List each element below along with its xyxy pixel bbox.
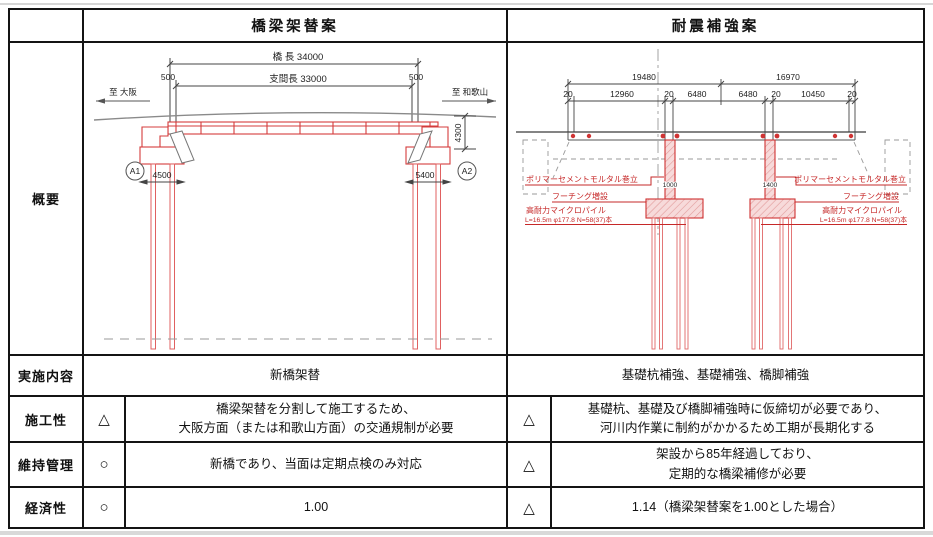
span-right-dim: 16970 bbox=[776, 72, 800, 82]
right-annotations: ポリマーセメントモルタル巻立 フーチング増設 高耐力マイクロパイル L=16.5… bbox=[761, 174, 907, 225]
constructability-text-a: 橋梁架替を分割して施工するため、 大阪方面（または和歌山方面）の交通規制が必要 bbox=[124, 397, 506, 441]
deck-surface bbox=[93, 111, 497, 121]
abutment-a1-label: A1 bbox=[130, 166, 141, 176]
page-bottom-rule bbox=[0, 531, 933, 535]
seismic-retrofit-drawing: 19480 16970 20 12960 20 6480 6480 20 104… bbox=[516, 49, 911, 350]
to-osaka-label: 至 大阪 bbox=[109, 87, 137, 97]
scope-plan-a: 新橋架替 bbox=[82, 356, 506, 395]
abutment-a1-bubble bbox=[125, 161, 145, 181]
sub-dim-2: 20 bbox=[664, 89, 674, 99]
footing-right-dimline bbox=[404, 179, 452, 185]
footing-right bbox=[749, 198, 796, 219]
micropiles bbox=[651, 217, 792, 350]
sub-dim-5: 20 bbox=[771, 89, 781, 99]
abutment-a2-bubble bbox=[457, 161, 477, 181]
note-footing-left: フーチング増設 bbox=[552, 191, 608, 201]
sub-dim-1: 12960 bbox=[610, 89, 634, 99]
overview-row: 概要 橋 長 34000 支間長 33000 500 bbox=[10, 41, 923, 354]
plan-a-drawing-cell: 橋 長 34000 支間長 33000 500 500 至 大阪 至 和歌山 bbox=[82, 43, 506, 354]
note-micropile-spec-right: L=16.5m φ177.8 N=58(37)本 bbox=[820, 215, 907, 224]
sub-dim-0: 20 bbox=[563, 89, 573, 99]
economy-mark-b: △ bbox=[506, 488, 550, 527]
footing-left-dim: 4500 bbox=[153, 170, 172, 180]
sub-dims: 20 12960 20 6480 6480 20 10450 20 bbox=[563, 89, 857, 99]
note-micropile-left: 高耐力マイクロパイル bbox=[526, 205, 606, 215]
row-label-maintenance: 維持管理 bbox=[17, 458, 74, 473]
pier-right-column bbox=[764, 139, 776, 200]
scope-row: 実施内容 新橋架替 基礎杭補強、基礎補強、橋脚補強 bbox=[10, 354, 923, 395]
sub-dim-7: 20 bbox=[847, 89, 857, 99]
row-label-constructability: 施工性 bbox=[24, 412, 67, 428]
piles bbox=[150, 163, 441, 350]
pier-left-width-dim: 1000 bbox=[663, 182, 678, 189]
note-wrap-left: ポリマーセメントモルタル巻立 bbox=[526, 174, 638, 184]
maintenance-text-a: 新橋であり、当面は定期点検のみ対応 bbox=[124, 443, 506, 486]
sub-dim-4: 6480 bbox=[739, 89, 758, 99]
header-plan-a: 橋梁架替案 bbox=[82, 10, 506, 41]
sub-dim-6: 10450 bbox=[801, 89, 825, 99]
dim-lines bbox=[166, 58, 422, 122]
footing-left-dimline bbox=[138, 179, 186, 185]
to-wakayama-label: 至 和歌山 bbox=[452, 87, 488, 97]
note-wrap-right-leader bbox=[776, 176, 907, 186]
pier-right-width-dim: 1400 bbox=[763, 182, 778, 189]
bridge-replacement-drawing: 橋 長 34000 支間長 33000 500 500 至 大阪 至 和歌山 bbox=[93, 51, 497, 350]
constructability-text-b: 基礎杭、基礎及び橋脚補強時に仮締切が必要であり、 河川内作業に制約がかかるため工… bbox=[550, 397, 923, 441]
row-label-overview: 概要 bbox=[31, 192, 60, 207]
footing-left bbox=[645, 198, 704, 219]
dim-lines bbox=[564, 79, 859, 132]
new-girder bbox=[167, 121, 439, 135]
maintenance-mark-a: ○ bbox=[82, 443, 124, 486]
left-annotations: ポリマーセメントモルタル巻立 フーチング増設 高耐力マイクロパイル L=16.5… bbox=[525, 174, 686, 225]
girder-height-dim: 4300 bbox=[453, 123, 463, 142]
span-left-dim: 19480 bbox=[632, 72, 656, 82]
maintenance-mark-b: △ bbox=[506, 443, 550, 486]
girder-height-dim-lines bbox=[454, 112, 476, 153]
economy-row: 経済性 ○ 1.00 △ 1.14（橋梁架替案を1.00とした場合） bbox=[10, 486, 923, 527]
constructability-mark-a: △ bbox=[82, 397, 124, 441]
header-row: 橋梁架替案 耐震補強案 bbox=[10, 10, 923, 41]
note-micropile-right: 高耐力マイクロパイル bbox=[822, 205, 902, 215]
left-arrow-icon bbox=[96, 98, 105, 104]
bridge-length-dim: 橋 長 34000 bbox=[273, 51, 324, 63]
offset-left-dim: 500 bbox=[161, 72, 175, 82]
offset-right-dim: 500 bbox=[409, 72, 423, 82]
economy-text-b: 1.14（橋梁架替案を1.00とした場合） bbox=[550, 488, 923, 527]
note-footing-right: フーチング増設 bbox=[843, 191, 899, 201]
abutment-a2-label: A2 bbox=[462, 166, 473, 176]
note-wrap-right: ポリマーセメントモルタル巻立 bbox=[794, 174, 906, 184]
abutment-left bbox=[139, 126, 185, 165]
header-plan-b: 耐震補強案 bbox=[506, 10, 923, 41]
sub-dim-3: 6480 bbox=[688, 89, 707, 99]
footing-right-dim: 5400 bbox=[416, 170, 435, 180]
comparison-table: 橋梁架替案 耐震補強案 概要 橋 長 3 bbox=[8, 8, 925, 529]
span-length-dim: 支間長 33000 bbox=[269, 73, 327, 85]
wing-strut-left bbox=[169, 130, 195, 164]
constructability-mark-b: △ bbox=[506, 397, 550, 441]
right-arrow-icon bbox=[487, 98, 496, 104]
scope-plan-b: 基礎杭補強、基礎補強、橋脚補強 bbox=[506, 356, 923, 395]
existing-outline bbox=[522, 139, 911, 195]
girder-bottom bbox=[567, 132, 856, 141]
maintenance-text-b: 架設から85年経過しており、 定期的な橋梁補修が必要 bbox=[550, 443, 923, 486]
note-micropile-spec-left: L=16.5m φ177.8 N=58(37)本 bbox=[525, 215, 612, 224]
row-label-economy: 経済性 bbox=[24, 501, 67, 516]
header-empty-cell bbox=[10, 10, 82, 41]
constructability-row: 施工性 △ 橋梁架替を分割して施工するため、 大阪方面（または和歌山方面）の交通… bbox=[10, 395, 923, 441]
plan-b-drawing-cell: 19480 16970 20 12960 20 6480 6480 20 104… bbox=[506, 43, 923, 354]
page-top-rule bbox=[0, 3, 933, 5]
maintenance-row: 維持管理 ○ 新橋であり、当面は定期点検のみ対応 △ 架設から85年経過しており… bbox=[10, 441, 923, 486]
bearing-marks bbox=[570, 133, 854, 139]
row-label-scope: 実施内容 bbox=[17, 369, 74, 384]
economy-mark-a: ○ bbox=[82, 488, 124, 527]
wing-strut-right bbox=[407, 130, 433, 164]
note-wrap-left-leader bbox=[525, 176, 664, 186]
pier-left-column bbox=[664, 139, 676, 200]
economy-text-a: 1.00 bbox=[124, 488, 506, 527]
